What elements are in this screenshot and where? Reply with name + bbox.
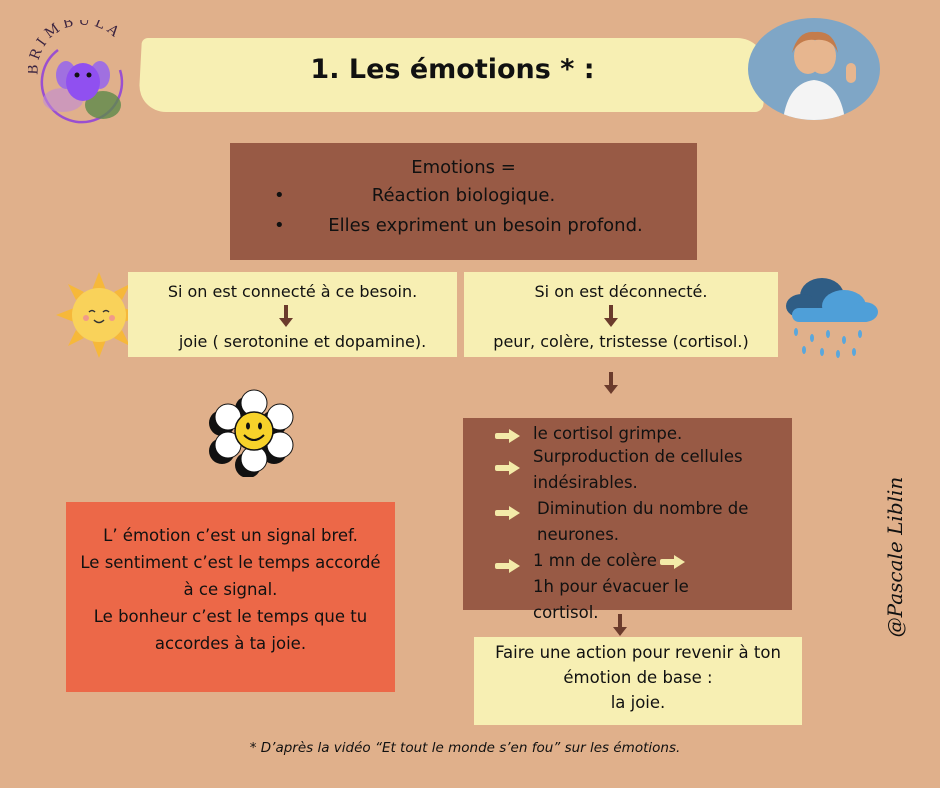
disconnected-box: Si on est déconnecté. peur, colère, tris…: [464, 272, 778, 357]
stressed-person-illustration: [748, 18, 880, 120]
effect-item: 1 mn de colère: [533, 551, 657, 570]
effect-item: Diminution du nombre de neurones.: [537, 499, 749, 544]
right-arrow-icon: [495, 559, 521, 573]
quote-line: Le bonheur c’est le temps que tu: [93, 607, 368, 626]
action-box: Faire une action pour revenir à ton émot…: [474, 637, 802, 725]
effect-item: Surproduction de cellules indésirables.: [533, 447, 743, 492]
effect-item-continued: 1h pour évacuer le cortisol.: [463, 548, 792, 626]
author-signature: @Pascale Liblin: [883, 476, 907, 638]
right-arrow-icon: [495, 506, 521, 520]
connected-box: Si on est connecté à ce besoin. joie ( s…: [128, 272, 457, 357]
cortisol-effects-box: le cortisol grimpe. Surproduction de cel…: [463, 418, 792, 622]
definition-heading: Emotions =: [411, 157, 516, 178]
page-title: 1. Les émotions * :: [310, 54, 595, 85]
effect-item-text: 1h pour évacuer le cortisol.: [533, 577, 689, 622]
quote-line: L’ émotion c’est un signal bref.: [103, 526, 358, 545]
action-line: la joie.: [610, 693, 666, 712]
definition-bullet: Elles expriment un besoin profond.: [328, 215, 643, 236]
action-line: Faire une action pour revenir à ton: [495, 643, 781, 662]
definition-bullet: Réaction biologique.: [371, 185, 556, 206]
right-arrow-icon: [495, 461, 521, 475]
rain-cloud-icon: [782, 268, 882, 360]
effect-item: le cortisol grimpe.: [533, 424, 683, 443]
disconnected-condition: Si on est déconnecté.: [534, 282, 708, 301]
bullet-icon: •: [274, 185, 285, 206]
disconnected-result: peur, colère, tristesse (cortisol.): [493, 332, 749, 351]
emotions-definition-box: Emotions = • Réaction biologique. • Elle…: [230, 143, 697, 260]
bullet-icon: •: [274, 215, 285, 236]
action-line: émotion de base :: [563, 668, 713, 687]
footnote: * D’après la vidéo “Et tout le monde s’e…: [249, 740, 681, 756]
brimbula-logo: BRIMBULA: [25, 12, 138, 130]
emotion-quote-box: L’ émotion c’est un signal bref. Le sent…: [66, 502, 395, 692]
right-arrow-icon: [660, 555, 686, 569]
smiling-daisy-icon: [202, 385, 298, 478]
connected-result: joie ( serotonine et dopamine).: [178, 332, 427, 351]
connected-condition: Si on est connecté à ce besoin.: [167, 282, 418, 301]
right-arrow-icon: [495, 429, 521, 443]
quote-line: accordes à ta joie.: [154, 634, 307, 653]
quote-line: Le sentiment c’est le temps accordé: [80, 553, 381, 572]
quote-line: à ce signal.: [183, 580, 278, 599]
